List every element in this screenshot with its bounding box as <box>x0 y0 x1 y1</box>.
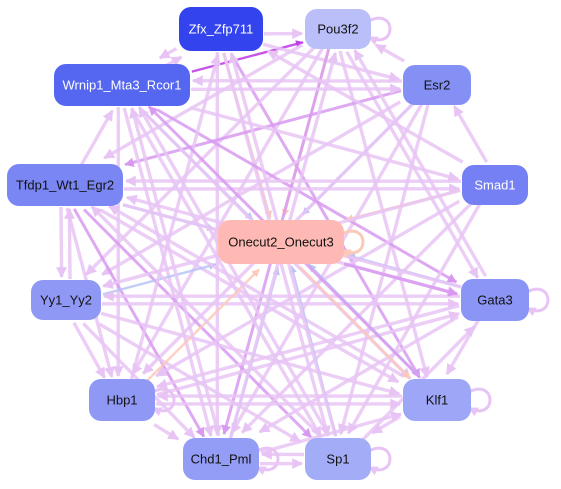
edge-smad1-to-esr2 <box>452 105 489 164</box>
node-hbp1[interactable]: Hbp1 <box>89 379 155 421</box>
node-box-esr2[interactable] <box>403 65 471 105</box>
self-loop-gata3 <box>526 287 550 317</box>
node-onecut[interactable]: Onecut2_Onecut3 <box>218 220 344 264</box>
edge-hbp1-to-onecut <box>146 268 260 382</box>
edge-pou3f2-to-hbp1 <box>131 47 324 376</box>
edge-chd1-to-klf1 <box>260 411 402 455</box>
edge-onecut-to-gata3 <box>343 262 459 297</box>
node-box-hbp1[interactable] <box>89 379 155 421</box>
edge-wrnip1-to-smad1 <box>189 105 460 182</box>
edge-hbp1-to-zfx <box>129 53 221 380</box>
edge-onecut-to-klf1 <box>299 266 411 380</box>
edge-sp1-to-tfdp1 <box>90 205 321 436</box>
node-sp1[interactable]: Sp1 <box>305 438 371 480</box>
edge-wrnip1-to-pou3f2 <box>191 40 304 73</box>
node-yy1[interactable]: Yy1_Yy2 <box>31 280 101 320</box>
node-box-yy1[interactable] <box>31 280 101 320</box>
edge-tfdp1-to-wrnip1 <box>80 109 114 166</box>
edge-gata3-to-chd1 <box>258 315 460 434</box>
node-box-sp1[interactable] <box>305 438 371 480</box>
node-smad1[interactable]: Smad1 <box>462 165 528 205</box>
edge-klf1-to-tfdp1 <box>108 204 405 378</box>
node-wrnip1[interactable]: Wrnip1_Mta3_Rcor1 <box>54 64 190 106</box>
node-box-pou3f2[interactable] <box>305 9 371 49</box>
node-box-wrnip1[interactable] <box>54 64 190 106</box>
node-box-zfx[interactable] <box>179 7 263 51</box>
self-loops-layer <box>152 16 550 476</box>
edge-pou3f2-to-tfdp1 <box>103 43 304 160</box>
edge-zfx-to-wrnip1 <box>158 47 178 60</box>
edge-gata3-to-hbp1 <box>156 304 460 390</box>
node-chd1[interactable]: Chd1_Pml <box>183 438 259 480</box>
self-loop-chd1 <box>256 446 280 476</box>
self-loop-sp1 <box>368 446 392 476</box>
edge-wrnip1-to-gata3 <box>156 108 458 284</box>
edge-yy1-to-hbp1 <box>72 321 106 379</box>
edge-esr2-to-sp1 <box>337 104 430 436</box>
self-loop-onecut <box>341 229 365 259</box>
node-klf1[interactable]: Klf1 <box>403 379 471 421</box>
node-esr2[interactable]: Esr2 <box>403 65 471 105</box>
node-box-klf1[interactable] <box>403 379 471 421</box>
edge-sp1-to-wrnip1 <box>137 106 331 437</box>
node-gata3[interactable]: Gata3 <box>461 279 529 321</box>
self-loop-pou3f2 <box>368 16 392 46</box>
self-loop-hbp1 <box>152 387 176 417</box>
edge-hbp1-to-gata3 <box>156 310 460 397</box>
self-loop-klf1 <box>468 387 492 417</box>
edge-tfdp1-to-yy1 <box>56 206 67 279</box>
node-box-chd1[interactable] <box>183 438 259 480</box>
node-box-smad1[interactable] <box>462 165 528 205</box>
edge-esr2-to-pou3f2 <box>374 43 405 63</box>
edge-smad1-to-hbp1 <box>155 199 461 378</box>
node-tfdp1[interactable]: Tfdp1_Wt1_Egr2 <box>7 164 123 206</box>
edge-hbp1-to-chd1 <box>153 423 180 441</box>
node-zfx[interactable]: Zfx_Zfp711 <box>179 7 263 51</box>
node-box-gata3[interactable] <box>461 279 529 321</box>
node-box-tfdp1[interactable] <box>7 164 123 206</box>
edge-smad1-to-zfx <box>266 49 464 164</box>
node-box-onecut[interactable] <box>218 220 344 264</box>
edge-chd1-to-wrnip1 <box>129 107 221 437</box>
edge-gata3-to-pou3f2 <box>353 49 488 278</box>
node-pou3f2[interactable]: Pou3f2 <box>305 9 371 49</box>
